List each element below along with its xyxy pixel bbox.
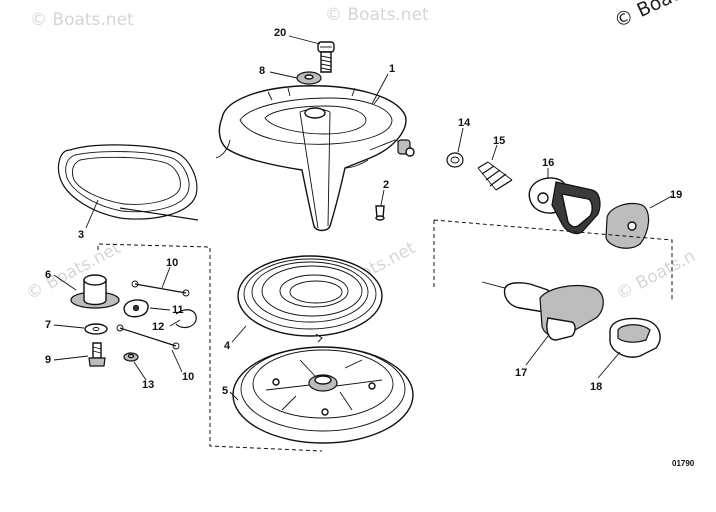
- part-7-washer: [84, 323, 108, 335]
- callout-1: 1: [389, 63, 395, 75]
- callout-3: 3: [78, 229, 84, 241]
- part-15-spring: [477, 161, 513, 191]
- part-18-cap: [609, 317, 661, 358]
- part-9-bolt: [88, 342, 106, 367]
- watermark-text: © Boats.n: [613, 246, 699, 304]
- part-19-insert: [605, 202, 650, 249]
- callout-18: 18: [590, 381, 602, 393]
- part-5-rope-pulley: [232, 346, 414, 444]
- leader-lines: [53, 35, 673, 401]
- part-11-pawl: [123, 299, 149, 318]
- watermark-text: © Boats.net: [325, 5, 429, 25]
- part-10-link-upper: [131, 280, 190, 297]
- part-1-starter-housing: [215, 85, 415, 232]
- watermark-corner-text: © Boate: [611, 0, 693, 33]
- part-8-washer: [296, 71, 322, 85]
- callout-15: 15: [493, 135, 505, 147]
- callout-4: 4: [224, 340, 231, 352]
- callout-10-upper: 10: [166, 257, 178, 269]
- part-13-washer: [123, 352, 139, 362]
- watermark-text: © Boats.net: [30, 10, 134, 30]
- part-4-rewind-spring: [237, 255, 383, 343]
- callout-20: 20: [274, 27, 286, 39]
- part-2-pin: [375, 205, 385, 221]
- callout-17: 17: [515, 367, 527, 379]
- part-16-handle-anchor: [528, 177, 601, 235]
- callout-16: 16: [542, 157, 554, 169]
- part-10-link-lower: [116, 324, 180, 350]
- callout-6: 6: [45, 269, 51, 281]
- drawing-number: 01790: [672, 459, 695, 468]
- callout-9: 9: [45, 354, 51, 366]
- callout-14: 14: [458, 117, 471, 129]
- part-20-screw: [317, 41, 335, 73]
- callout-10-lower: 10: [182, 371, 194, 383]
- part-3-starter-rope: [57, 144, 199, 221]
- group-outline-handle-kit: [433, 219, 673, 300]
- callout-11: 11: [172, 304, 184, 316]
- callout-8: 8: [259, 65, 265, 77]
- part-12-spring-clip: [175, 309, 197, 329]
- part-17-starter-handle: [481, 281, 604, 341]
- callout-19: 19: [670, 189, 682, 201]
- callout-12: 12: [152, 321, 164, 333]
- group-outline-pawl-kit: [97, 243, 323, 452]
- callout-13: 13: [142, 379, 154, 391]
- part-6-bushing: [70, 274, 120, 309]
- callout-2: 2: [383, 179, 389, 191]
- callout-5: 5: [222, 385, 228, 397]
- callout-7: 7: [45, 319, 51, 331]
- part-14-retaining-ring: [446, 152, 464, 168]
